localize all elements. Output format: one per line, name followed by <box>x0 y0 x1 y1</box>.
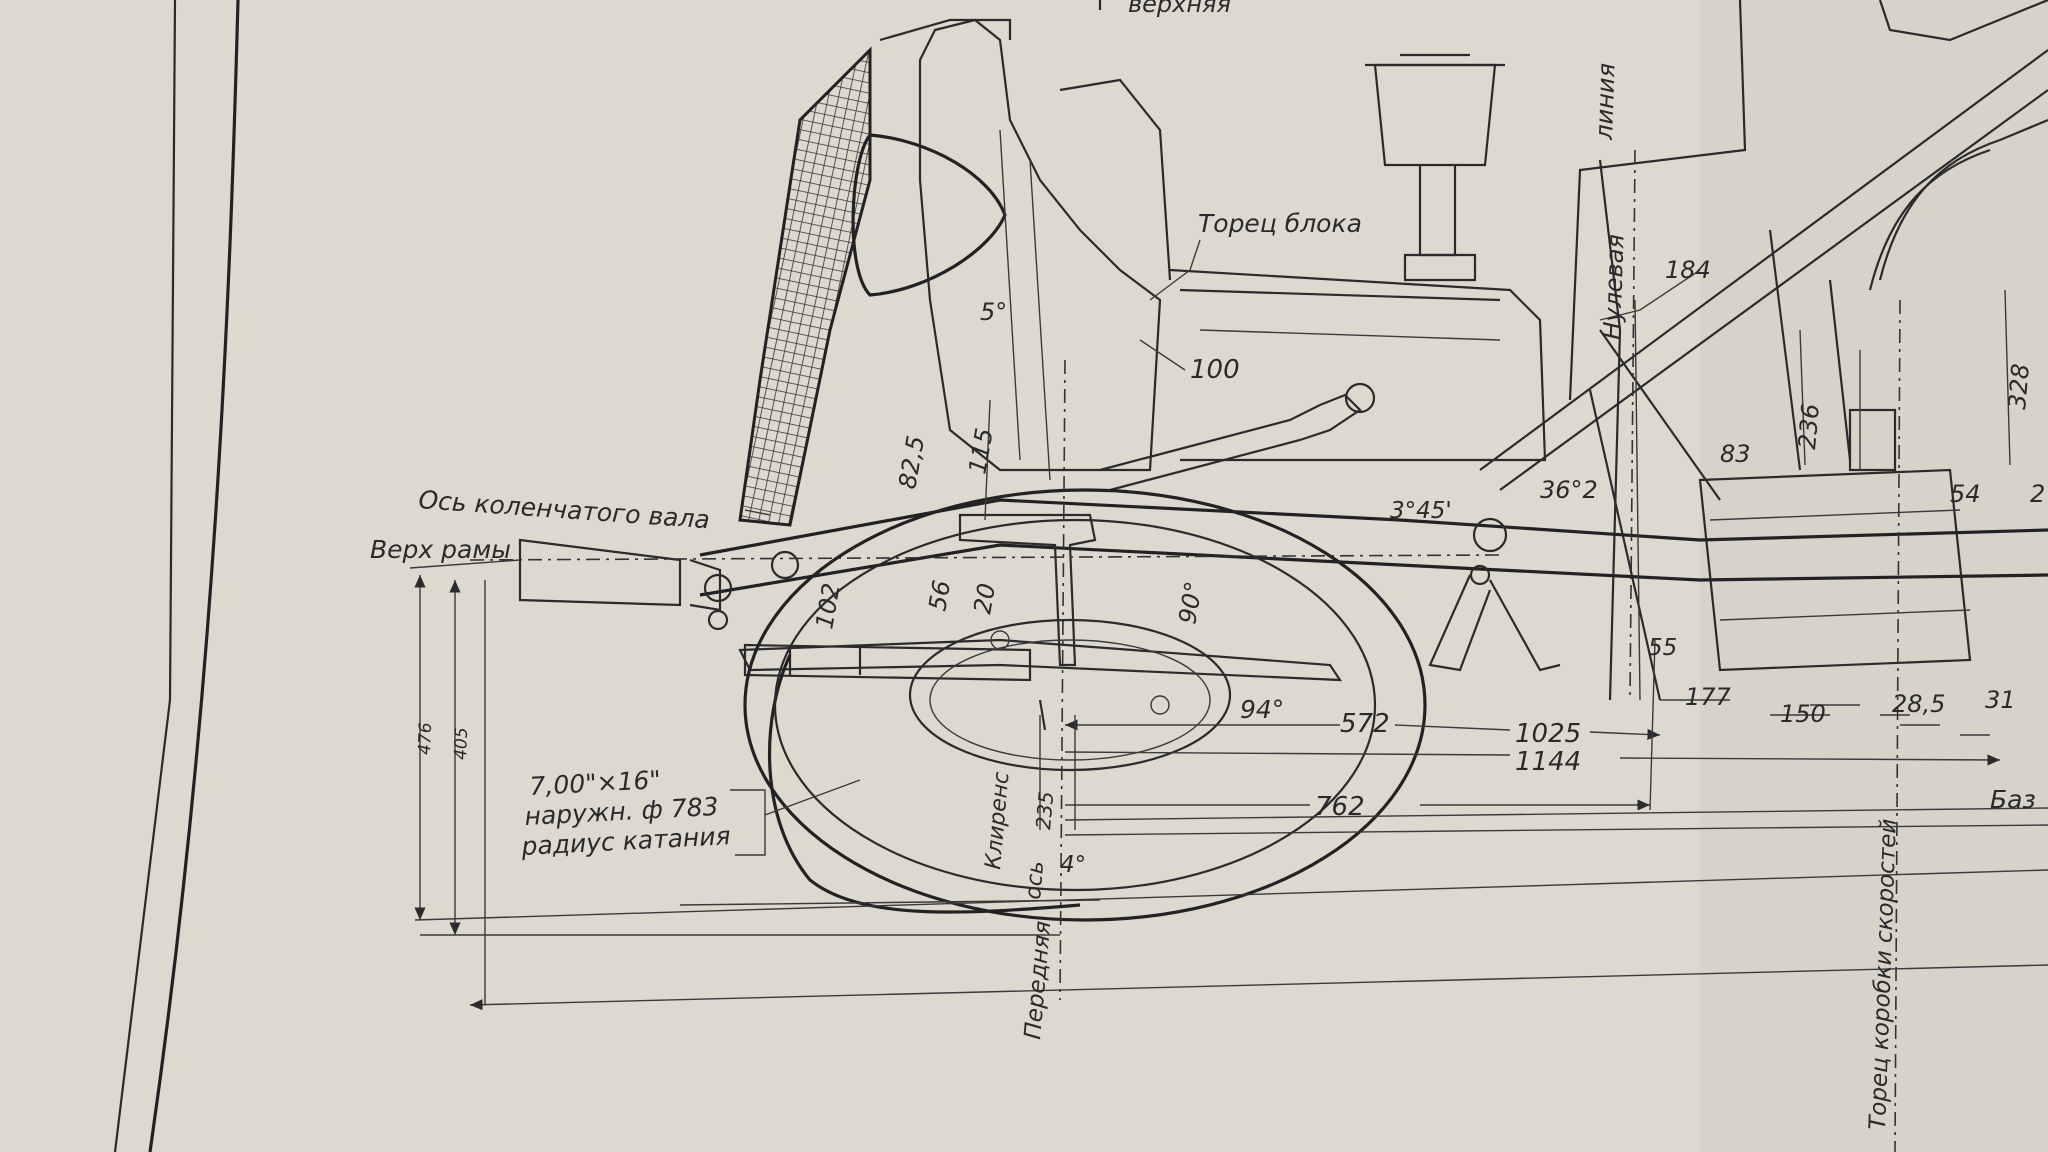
dim-184: 184 <box>1665 256 1711 284</box>
dim-2: 2 <box>2030 480 2045 508</box>
front-axle <box>958 513 1097 731</box>
dim-83: 83 <box>1720 440 1751 468</box>
label-block-face: Торец блока <box>1198 209 1362 238</box>
headlamp <box>851 133 1007 297</box>
label-top-partial: верхняя <box>1128 0 1231 18</box>
dim-20: 20 <box>968 581 1001 616</box>
angle-4: 4° <box>1060 852 1086 878</box>
dim-177: 177 <box>1685 683 1732 711</box>
label-frame-top: Верх рамы <box>370 535 511 564</box>
sheet-edge-line <box>113 0 177 1152</box>
label-zero-line-a: Нулевая <box>1598 234 1630 341</box>
centre-lines <box>469 149 1901 1152</box>
label-zero-line-b: линия <box>1590 63 1621 142</box>
air-filter <box>1365 53 1505 282</box>
dim-762: 762 <box>1315 792 1365 822</box>
dim-54: 54 <box>1950 480 1981 508</box>
dim-55: 55 <box>1648 635 1677 661</box>
dim-405: 405 <box>451 727 472 760</box>
frame-rail <box>518 498 2048 612</box>
dim-1144: 1144 <box>1515 747 1581 777</box>
dim-1025: 1025 <box>1515 719 1581 749</box>
angle-3-45: 3°45' <box>1390 498 1452 524</box>
control-levers <box>1588 229 1897 701</box>
tire-callout-bracket <box>730 779 861 856</box>
dim-328: 328 <box>2003 362 2035 410</box>
dim-28-5: 28,5 <box>1892 690 1945 718</box>
gearbox <box>1698 468 1972 672</box>
engine-block <box>1169 268 1547 462</box>
sheet-border-line <box>148 0 240 1152</box>
dim-31: 31 <box>1985 686 2016 714</box>
dimension-lines <box>414 639 2048 1011</box>
angle-36-2: 36°2 <box>1540 476 1598 504</box>
radiator <box>738 18 1012 527</box>
steering-column <box>1479 49 2048 491</box>
dim-572: 572 <box>1340 709 1390 739</box>
shock-absorber <box>743 643 1032 682</box>
dim-476: 476 <box>415 722 436 755</box>
label-base-partial: Баз <box>1990 785 2036 814</box>
leader-lines <box>744 239 1861 521</box>
tire-size-text: 7,00"×16" <box>529 765 662 801</box>
angle-94: 94° <box>1240 695 1284 724</box>
dim-56: 56 <box>923 578 956 613</box>
angle-5: 5° <box>980 298 1007 326</box>
dim-100: 100 <box>1190 355 1240 385</box>
dim-235: 235 <box>1031 790 1058 830</box>
front-wheel <box>743 488 1427 922</box>
engine-front <box>918 18 1172 481</box>
label-front-axle-b: ось <box>1021 860 1049 901</box>
dim-236: 236 <box>1793 402 1825 450</box>
dim-150: 150 <box>1780 700 1826 728</box>
exhaust-pipe <box>1099 382 1376 492</box>
height-dimensions <box>409 289 2011 1005</box>
